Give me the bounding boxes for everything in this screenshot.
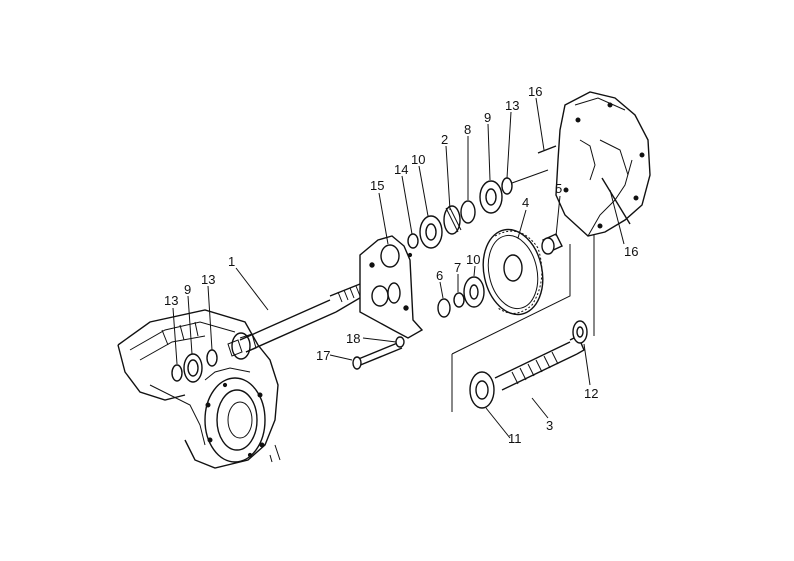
- label-part-9-upper: 9: [484, 110, 491, 125]
- label-part-14: 14: [394, 162, 408, 177]
- bushing-5: [541, 233, 563, 255]
- label-part-10-lower: 10: [466, 252, 480, 267]
- label-part-13-upper: 13: [505, 98, 519, 113]
- label-part-15: 15: [370, 178, 384, 193]
- label-part-8: 8: [464, 122, 471, 137]
- label-part-18: 18: [346, 331, 360, 346]
- label-part-17: 17: [316, 348, 330, 363]
- left-bearing-stack: [171, 332, 251, 383]
- leader-lines: [172, 97, 625, 439]
- label-part-11: 11: [508, 431, 522, 446]
- large-gear: [482, 228, 544, 316]
- label-part-7: 7: [454, 260, 461, 275]
- lower-shaft: [494, 335, 585, 391]
- bolt-17: [352, 341, 403, 370]
- label-part-13-left: 13: [164, 293, 178, 308]
- label-part-4: 4: [522, 195, 529, 210]
- bearing-12: [572, 320, 588, 344]
- left-housing: [117, 309, 281, 469]
- label-part-16-upper: 16: [528, 84, 542, 99]
- label-part-13-middle: 13: [201, 272, 215, 287]
- label-part-16-lower: 16: [624, 244, 638, 259]
- label-part-1: 1: [228, 254, 235, 269]
- label-part-9-left: 9: [184, 282, 191, 297]
- bearing-11: [469, 371, 495, 409]
- part-labels: 1 2 3 4 5 6 7 8 9 9 10 10 11 12 13 13 13…: [164, 84, 638, 446]
- label-part-12: 12: [584, 386, 598, 401]
- assembly-lines: [451, 234, 595, 412]
- label-part-10-upper: 10: [411, 152, 425, 167]
- right-housing: [537, 91, 651, 237]
- label-part-5: 5: [555, 181, 562, 196]
- label-part-6: 6: [436, 268, 443, 283]
- mounting-plate: [359, 235, 424, 339]
- nut-18: [395, 336, 405, 348]
- lower-bearing-stack: [437, 276, 485, 318]
- label-part-2: 2: [441, 132, 448, 147]
- upper-bearing-stack: [407, 169, 549, 249]
- label-part-3: 3: [546, 418, 553, 433]
